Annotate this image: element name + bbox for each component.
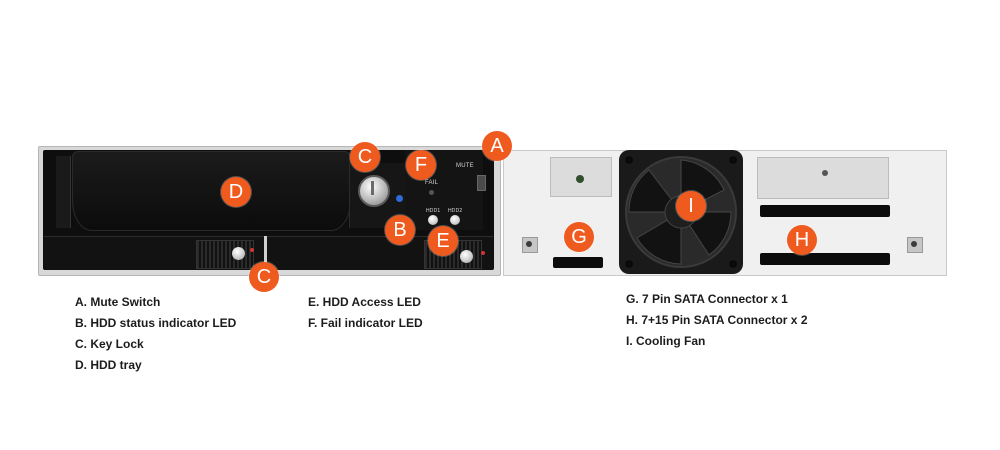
bay-left-led: [250, 248, 254, 252]
callout-b: B: [385, 215, 415, 245]
back-right-bracket: [757, 157, 889, 199]
legend-item: F. Fail indicator LED: [308, 316, 423, 330]
back-left-screw-hole: [526, 241, 532, 247]
fail-indicator-led: [429, 190, 434, 195]
hdd2-label: HDD2: [448, 208, 463, 214]
callout-c-top: C: [350, 142, 380, 172]
hdd1-access-led: [428, 215, 438, 225]
hdd1-label: HDD1: [426, 208, 441, 214]
bay-left-handle: [196, 240, 254, 269]
bay-right-lock: [460, 250, 473, 263]
callout-d: D: [221, 177, 251, 207]
back-right-screw-hole: [911, 241, 917, 247]
legend-item: E. HDD Access LED: [308, 295, 421, 309]
callout-f: F: [406, 150, 436, 180]
callout-i: I: [676, 191, 706, 221]
back-right-bracket-hole: [822, 170, 828, 176]
mute-label: MUTE: [456, 163, 474, 169]
sata-7-15pin-connector-bottom: [760, 253, 890, 265]
callout-e: E: [428, 226, 458, 256]
legend-item: G. 7 Pin SATA Connector x 1: [626, 292, 788, 306]
tray-rail: [56, 156, 71, 228]
bay-left-lock: [232, 247, 245, 260]
callout-c-bottom: C: [249, 262, 279, 292]
mute-switch: [477, 175, 486, 191]
legend-item: I. Cooling Fan: [626, 334, 706, 348]
sata-7-15pin-connector-top: [760, 205, 890, 217]
legend-item: C. Key Lock: [75, 337, 144, 351]
legend-item: A. Mute Switch: [75, 295, 161, 309]
callout-a: A: [482, 131, 512, 161]
bay-right-led: [481, 251, 485, 255]
legend-item: B. HDD status indicator LED: [75, 316, 237, 330]
legend-item: D. HDD tray: [75, 358, 142, 372]
hdd2-access-led: [450, 215, 460, 225]
fail-label: FAIL: [425, 180, 439, 186]
key-lock-slot: [371, 181, 374, 195]
hdd-tray: [72, 151, 351, 231]
legend-item: H. 7+15 Pin SATA Connector x 2: [626, 313, 808, 327]
back-left-indicator: [576, 175, 584, 183]
bay-divider: [264, 236, 267, 270]
key-lock: [358, 175, 390, 207]
sata-7pin-connector: [553, 257, 603, 268]
callout-h: H: [787, 225, 817, 255]
hdd-status-led: [396, 195, 403, 202]
callout-g: G: [564, 222, 594, 252]
